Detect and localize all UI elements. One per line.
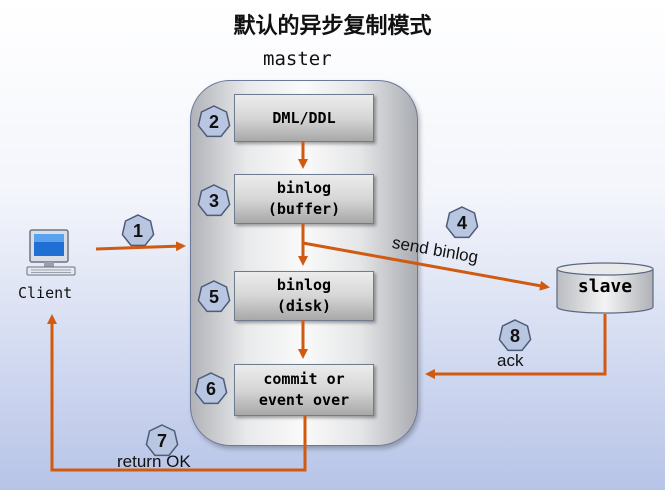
- heptagon-icon: [121, 214, 155, 247]
- diagram-title: 默认的异步复制模式: [233, 13, 432, 39]
- heptagon-icon: [197, 184, 231, 217]
- slave-label: slave: [577, 276, 633, 297]
- arrow-client-to-master: [95, 241, 186, 252]
- step-2-badge: 2: [196, 104, 232, 140]
- edge-7-number: 7: [156, 430, 167, 451]
- master-label: master: [263, 48, 332, 70]
- arrow-send-binlog: [302, 241, 550, 291]
- ack-label: ack: [497, 351, 524, 370]
- arrow-return-ok: [47, 314, 307, 472]
- heptagon-icon: [194, 372, 228, 405]
- edge-8-badge: 8: [497, 318, 533, 354]
- edge-4-number: 4: [456, 212, 467, 233]
- heptagon-icon: [197, 280, 231, 313]
- slave-database: [556, 262, 654, 314]
- heptagon-icon: [498, 319, 532, 352]
- step-2-number: 2: [208, 111, 219, 132]
- step-5-number: 5: [208, 286, 219, 307]
- heptagon-icon: [197, 105, 231, 138]
- step-binlog-disk-box: binlog (disk): [234, 271, 374, 321]
- edge-4-badge: 4: [444, 205, 480, 241]
- edge-7-badge: 7: [144, 423, 180, 459]
- step-3-number: 3: [208, 190, 219, 211]
- step-commit-box: commit or event over: [234, 364, 374, 416]
- edge-1-number: 1: [132, 220, 143, 241]
- edge-1-badge: 1: [120, 213, 156, 249]
- step-6-badge: 6: [193, 371, 229, 407]
- step-3-badge: 3: [196, 183, 232, 219]
- heptagon-icon: [145, 424, 179, 457]
- client-label: Client: [18, 284, 73, 302]
- step-5-badge: 5: [196, 279, 232, 315]
- heptagon-icon: [445, 206, 479, 239]
- return-ok-label: return OK: [117, 452, 191, 471]
- step-6-number: 6: [205, 378, 216, 399]
- step-binlog-buffer-box: binlog (buffer): [234, 174, 374, 224]
- arrow-ack: [425, 314, 607, 379]
- edge-8-number: 8: [509, 325, 520, 346]
- computer-icon: [24, 228, 80, 282]
